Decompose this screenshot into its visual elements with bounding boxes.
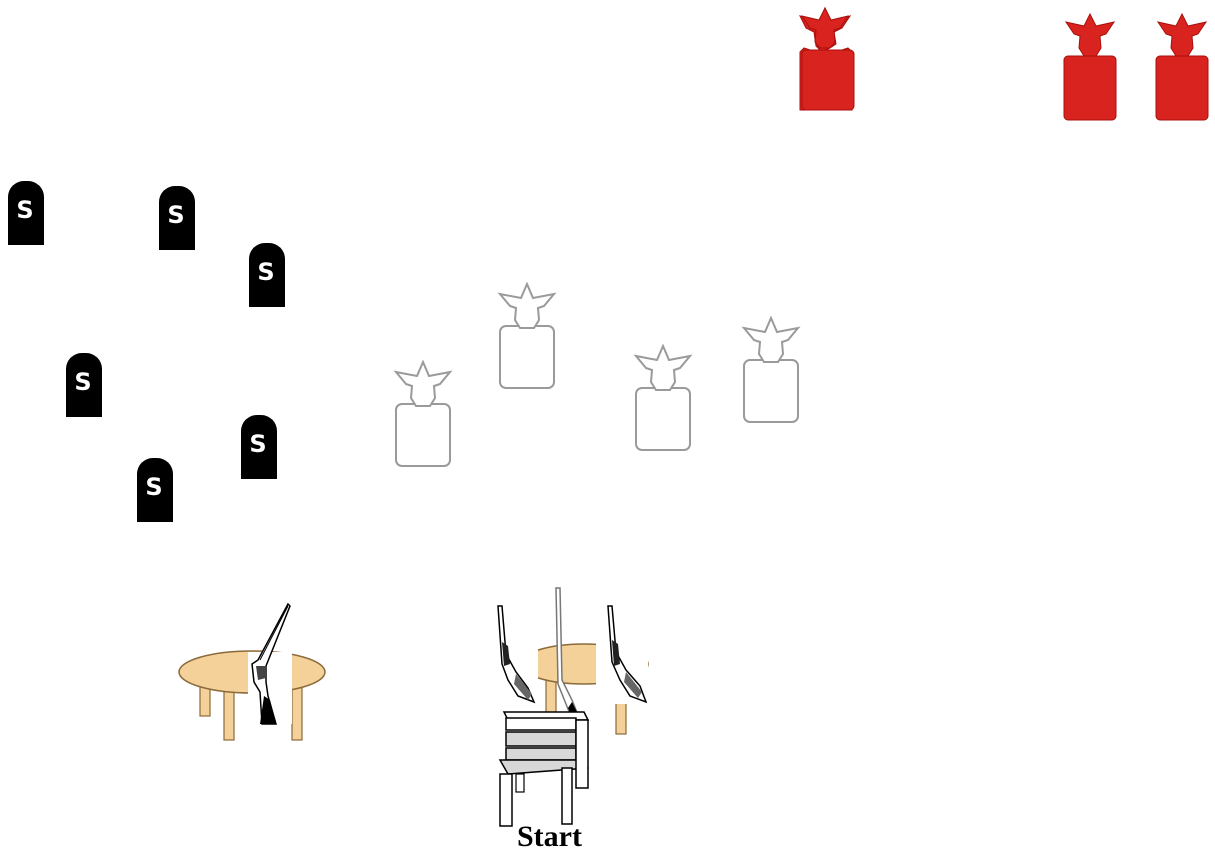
s-tombstone-5: S	[241, 415, 277, 479]
s-tombstone-letter: S	[257, 258, 274, 286]
red-target-3	[1152, 12, 1214, 122]
s-tombstone-letter: S	[16, 196, 33, 224]
s-tombstone-letter: S	[74, 368, 91, 396]
rifle-icon	[596, 604, 648, 704]
rifle-icon	[492, 604, 538, 704]
start-station	[488, 584, 660, 830]
chair-icon	[500, 712, 588, 826]
white-target-1	[392, 360, 456, 468]
s-tombstone-6: S	[137, 458, 173, 522]
white-target-3	[632, 344, 696, 452]
s-tombstone-letter: S	[167, 201, 184, 229]
s-tombstone-2: S	[159, 186, 195, 250]
s-tombstone-4: S	[66, 353, 102, 417]
white-target-4	[740, 316, 804, 424]
top-left-fragment: ▀▀▀ ▀	[2, 0, 78, 10]
white-target-2	[496, 282, 560, 390]
start-label: Start	[517, 822, 582, 852]
red-target-2	[1060, 12, 1122, 122]
s-tombstone-3: S	[249, 243, 285, 307]
s-tombstone-1: S	[8, 181, 44, 245]
red-target-1	[790, 6, 860, 112]
s-tombstone-letter: S	[249, 430, 266, 458]
shotgun-icon	[248, 604, 292, 724]
s-tombstone-letter: S	[145, 473, 162, 501]
left-table-station	[174, 600, 330, 746]
